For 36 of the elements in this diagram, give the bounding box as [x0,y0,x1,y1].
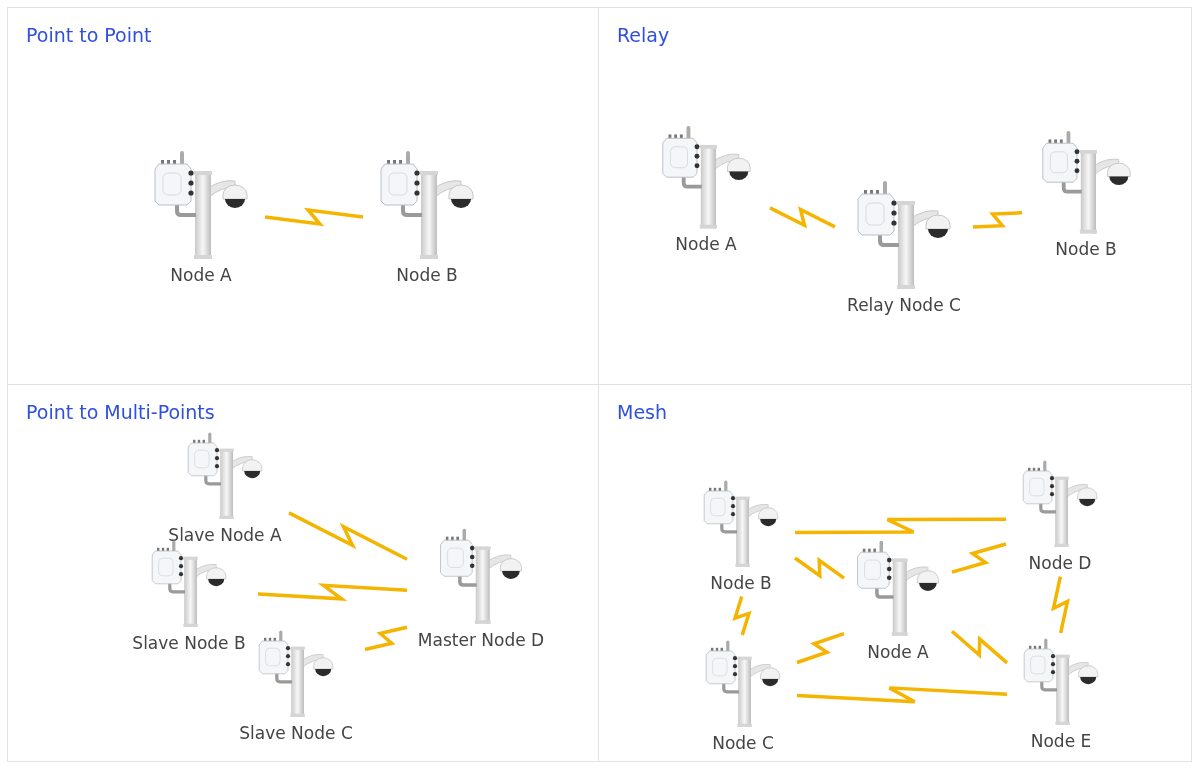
node-label: Slave Node A [168,524,282,545]
lightning-bolt-link [951,542,1007,574]
node-label: Slave Node C [239,722,353,743]
lightning-bolt-link [950,629,1009,665]
lightning-bolt-link [264,207,364,227]
node-label: Node A [675,234,737,255]
node-label: Relay Node C [847,295,961,315]
node-label: Node B [1055,239,1117,260]
lightning-bolt-link [364,625,408,652]
panel-title: Relay [617,24,670,46]
node-label: Node A [867,641,929,662]
panel [598,384,1192,762]
lightning-bolt-link [732,596,752,636]
lightning-bolt-link [795,517,1006,535]
node-label: Node B [396,265,458,285]
panel [7,384,599,762]
lightning-bolt-link [796,686,1008,704]
lightning-bolt-link [972,211,1023,229]
lightning-bolt-link [257,583,408,601]
node-label: Node B [710,572,772,593]
panel-title: Point to Multi-Points [26,401,215,423]
lightning-bolt-link [1051,576,1070,634]
node-label: Node A [170,265,232,285]
lightning-bolt-link [794,556,845,580]
panel [7,7,599,385]
node-label: Node D [1028,552,1092,573]
node-label: Slave Node B [132,632,246,653]
panel-title: Point to Point [26,24,152,46]
lightning-bolt-link [769,206,836,229]
node-label: Master Node D [417,629,545,650]
lightning-bolt-link [796,631,845,665]
node-label: Node E [1030,730,1092,751]
lightning-bolt-link [288,511,408,561]
panel-title: Mesh [617,401,668,423]
node-label: Node C [712,732,774,753]
panel [598,7,1192,385]
